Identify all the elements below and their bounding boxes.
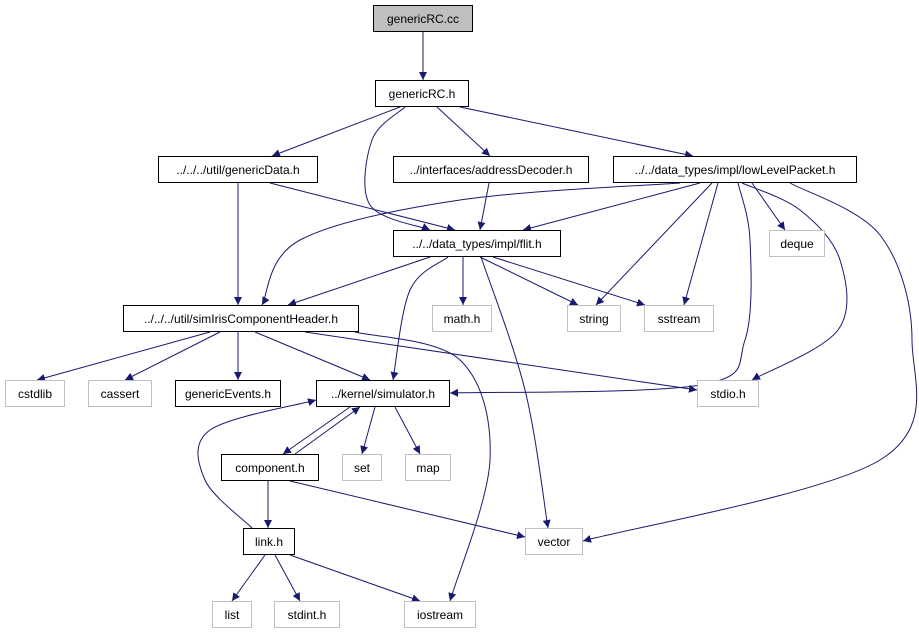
node-set: set xyxy=(342,454,382,481)
node-genericrc-h[interactable]: genericRC.h xyxy=(375,80,469,107)
node-stdio-h: stdio.h xyxy=(697,380,759,407)
node-address-decoder-h[interactable]: ../interfaces/addressDecoder.h xyxy=(393,156,589,183)
edge-n7-to-n15 xyxy=(304,331,698,393)
node-low-level-packet-h[interactable]: ../../data_types/impl/lowLevelPacket.h xyxy=(613,156,857,183)
edge-n14-to-n17 xyxy=(360,406,376,455)
node-math-h: math.h xyxy=(432,305,492,332)
node-generic-data-h[interactable]: ../../../util/genericData.h xyxy=(158,156,318,183)
node-list: list xyxy=(212,601,252,628)
node-vector: vector xyxy=(525,528,583,555)
node-sstream: sstream xyxy=(644,305,714,332)
edge-n2-to-n5 xyxy=(269,182,456,232)
edge-n1-to-n3 xyxy=(436,106,491,157)
edge-n4-to-n6 xyxy=(751,182,786,231)
node-cstdlib: cstdlib xyxy=(5,380,65,407)
edge-n5-to-n14 xyxy=(390,256,449,381)
edge-n7-to-n11 xyxy=(36,331,211,382)
edge-n3-to-n5 xyxy=(477,182,490,231)
node-stdint-h: stdint.h xyxy=(274,601,340,628)
node-flit-h[interactable]: ../../data_types/impl/flit.h xyxy=(393,230,561,257)
edge-n4-to-n9 xyxy=(595,182,713,306)
node-deque: deque xyxy=(769,230,825,257)
edge-n4-to-n14 xyxy=(449,182,752,397)
edge-n14-to-n16 xyxy=(282,406,351,455)
node-cassert: cassert xyxy=(88,380,152,407)
edge-n20-to-n21 xyxy=(231,554,266,602)
edge-n7-to-n12 xyxy=(124,331,221,381)
edge-n16-to-n14 xyxy=(294,406,361,455)
node-component-h[interactable]: component.h xyxy=(221,454,319,481)
node-genericrc-cc: genericRC.cc xyxy=(373,5,473,32)
edge-n1-to-n2 xyxy=(271,106,401,157)
edge-n16-to-n19 xyxy=(289,480,526,540)
edge-n20-to-n23 xyxy=(289,554,421,603)
edge-n4-to-n15 xyxy=(741,182,848,381)
edge-n4-to-n10 xyxy=(682,182,719,306)
node-link-h[interactable]: link.h xyxy=(243,528,295,555)
edge-n20-to-n14 xyxy=(197,398,317,529)
edge-n14-to-n18 xyxy=(394,406,421,455)
node-iostream: iostream xyxy=(404,601,476,628)
node-sim-iris-component-header-h[interactable]: ../../../util/simIrisComponentHeader.h xyxy=(123,305,359,332)
edge-n7-to-n14 xyxy=(254,331,371,381)
edge-n1-to-n4 xyxy=(459,106,694,159)
edge-n20-to-n22 xyxy=(274,554,301,602)
node-simulator-h[interactable]: ../kernel/simulator.h xyxy=(316,380,450,407)
edge-n5-to-n19 xyxy=(480,256,551,529)
edge-n7-to-n23 xyxy=(354,331,491,602)
edge-n4-to-n7 xyxy=(261,182,681,306)
edge-n5-to-n7 xyxy=(287,256,431,307)
node-string: string xyxy=(567,305,621,332)
node-generic-events-h[interactable]: genericEvents.h xyxy=(175,380,281,407)
edge-n5-to-n10 xyxy=(492,256,646,307)
edge-n4-to-n19 xyxy=(582,182,918,543)
node-map: map xyxy=(405,454,451,481)
edge-n5-to-n9 xyxy=(479,256,579,306)
edge-n1-to-n5 xyxy=(364,106,431,231)
edge-n4-to-n5 xyxy=(522,182,701,232)
